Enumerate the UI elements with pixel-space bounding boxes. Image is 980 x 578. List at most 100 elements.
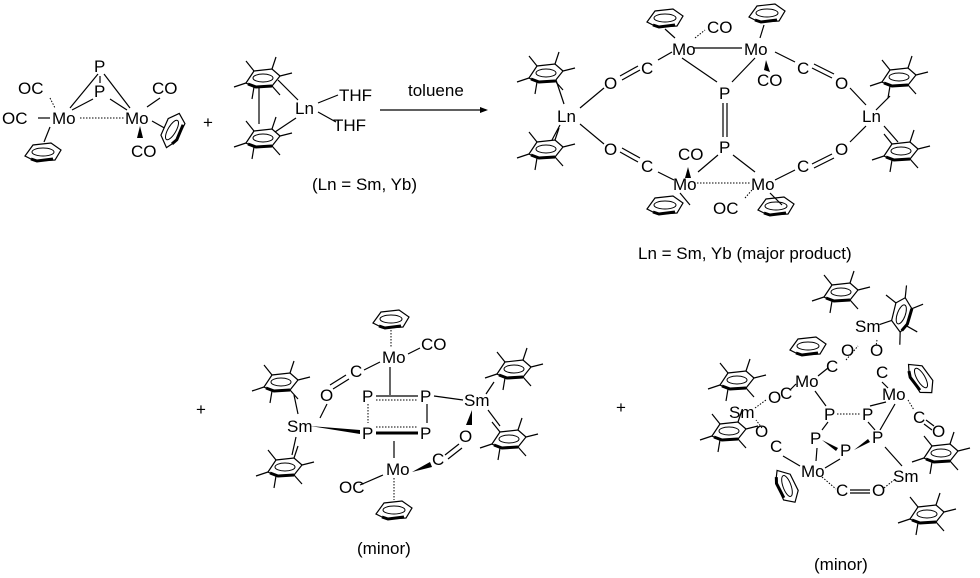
- carbonyl-label: CO: [152, 79, 178, 98]
- atom-mo: Mo: [52, 109, 76, 128]
- atom-p: P: [420, 424, 431, 443]
- reaction-arrow: toluene: [380, 81, 488, 113]
- atom-p: P: [810, 429, 821, 448]
- atom-p: P: [362, 424, 373, 443]
- atom-o: O: [835, 140, 848, 159]
- carbonyl-label: OC: [2, 109, 28, 128]
- atom-c: C: [836, 481, 848, 500]
- atom-o: O: [604, 74, 617, 93]
- atom-c: C: [432, 450, 444, 469]
- atom-o: O: [768, 388, 781, 407]
- atom-c: C: [797, 59, 809, 78]
- atom-o: O: [870, 341, 883, 360]
- minor-product-caption: (minor): [814, 555, 868, 574]
- cp-star-ring: [232, 115, 294, 161]
- carbonyl-label: OC: [18, 79, 44, 98]
- atom-o: O: [872, 481, 885, 500]
- major-product-caption: Ln = Sm, Yb (major product): [638, 244, 852, 263]
- atom-mo: Mo: [795, 372, 819, 391]
- minor-product-caption: (minor): [357, 539, 411, 558]
- atom-o: O: [755, 422, 768, 441]
- plus-sign: +: [616, 398, 626, 417]
- atom-mo: Mo: [386, 460, 410, 479]
- atom-c: C: [826, 357, 838, 376]
- plus-sign: +: [196, 400, 206, 419]
- atom-mo: Mo: [882, 385, 906, 404]
- atom-c: C: [797, 157, 809, 176]
- cp-star-ring: [870, 128, 932, 174]
- atom-mo: Mo: [382, 348, 406, 367]
- atom-o: O: [835, 74, 848, 93]
- atom-sm: Sm: [464, 391, 490, 410]
- cp-ring: [747, 2, 787, 24]
- atom-c: C: [350, 362, 362, 381]
- minor-product-p4-complex: Mo Mo CO OC C O C O P P P P Sm Sm: [250, 308, 545, 558]
- atom-o: O: [320, 386, 333, 405]
- reactant-caption: (Ln = Sm, Yb): [312, 175, 417, 194]
- carbonyl-label: OC: [339, 478, 365, 497]
- reactant-mo2p2-complex: P P Mo Mo OC OC CO CO: [2, 57, 191, 163]
- carbonyl-label: CO: [707, 18, 733, 37]
- cp-star-ring: [254, 444, 316, 490]
- cp-star-ring: [868, 54, 930, 100]
- atom-p: P: [94, 82, 105, 101]
- atom-c: C: [913, 408, 925, 427]
- atom-mo: Mo: [744, 40, 768, 59]
- atom-c: C: [770, 437, 782, 456]
- atom-o: O: [841, 341, 854, 360]
- reaction-condition: toluene: [408, 81, 464, 100]
- major-product: Mo Mo Mo Mo CO CO CO OC P P Ln Ln O C O …: [515, 2, 932, 263]
- atom-o: O: [604, 140, 617, 159]
- atom-ln: Ln: [295, 99, 314, 118]
- cp-ring: [645, 194, 685, 216]
- plus-sign: +: [203, 113, 213, 132]
- carbonyl-label: CO: [421, 335, 447, 354]
- cp-star-ring: [483, 346, 545, 392]
- atom-p: P: [840, 441, 851, 460]
- atom-p: P: [420, 387, 431, 406]
- cp-star-ring: [250, 359, 312, 405]
- cp-star-ring: [870, 278, 933, 351]
- cp-ring: [902, 356, 940, 400]
- cp-ring: [374, 499, 414, 521]
- atom-ln: Ln: [557, 107, 576, 126]
- carbonyl-label: CO: [757, 71, 783, 90]
- atom-mo: Mo: [672, 40, 696, 59]
- thf-ligand: THF: [339, 86, 372, 105]
- thf-ligand: THF: [333, 116, 366, 135]
- atom-c: C: [876, 363, 888, 382]
- carbonyl-label: OC: [713, 199, 739, 218]
- atom-p: P: [94, 57, 105, 76]
- atom-sm: Sm: [855, 317, 881, 336]
- cp-star-ring: [232, 55, 294, 101]
- atom-p: P: [862, 405, 873, 424]
- atom-ln: Ln: [862, 107, 881, 126]
- cp-ring: [23, 141, 63, 163]
- cp-star-ring: [478, 416, 540, 462]
- carbonyl-label: CO: [678, 145, 704, 164]
- atom-mo: Mo: [125, 109, 149, 128]
- atom-mo: Mo: [801, 462, 825, 481]
- cp-star-ring: [515, 50, 577, 96]
- atom-mo: Mo: [673, 175, 697, 194]
- cp-ring: [788, 335, 828, 357]
- cp-star-ring: [810, 269, 872, 315]
- cp-ring: [770, 464, 804, 508]
- atom-c: C: [780, 384, 792, 403]
- reactant-cp-star-ln-thf: Ln THF THF (Ln = Sm, Yb): [232, 55, 417, 194]
- cp-ring: [371, 308, 411, 330]
- atom-o: O: [932, 422, 945, 441]
- atom-c: C: [641, 157, 653, 176]
- atom-p: P: [872, 428, 883, 447]
- carbonyl-label: CO: [131, 142, 157, 161]
- atom-p: P: [719, 138, 730, 157]
- cp-ring: [153, 108, 191, 152]
- atom-p: P: [719, 84, 730, 103]
- atom-sm: Sm: [893, 467, 919, 486]
- atom-o: O: [459, 427, 472, 446]
- arrowhead-icon: [480, 107, 488, 113]
- cp-star-ring: [515, 126, 577, 172]
- atom-mo: Mo: [751, 175, 775, 194]
- atom-sm: Sm: [287, 417, 313, 436]
